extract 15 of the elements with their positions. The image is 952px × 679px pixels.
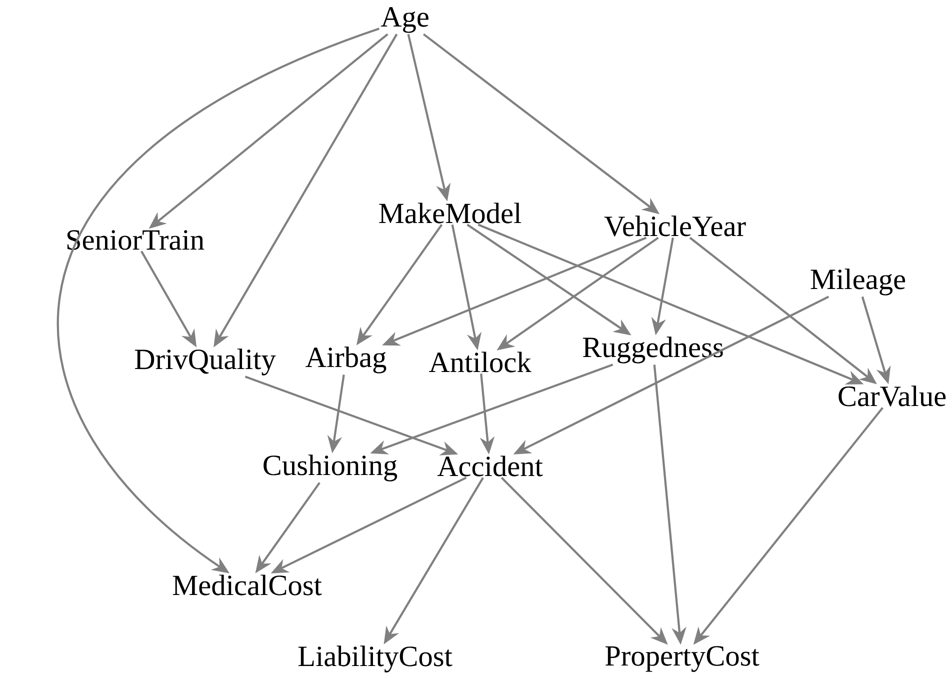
node-label: MedicalCost xyxy=(172,574,322,596)
node-label: Age xyxy=(380,7,428,33)
node-label: MakeModel xyxy=(379,202,522,224)
node-label: SeniorTrain xyxy=(67,230,204,250)
node-label: Ruggedness xyxy=(582,336,723,364)
node-label: DrivQuality xyxy=(134,348,276,376)
node-label: Airbag xyxy=(306,346,386,374)
node-label: Accident xyxy=(437,456,543,476)
node-label: LiabilityCost xyxy=(298,646,452,672)
node-label: Antilock xyxy=(428,352,532,372)
node-label: VehicleYear xyxy=(604,216,746,236)
node-label: PropertyCost xyxy=(605,646,760,672)
node-label: Cushioning xyxy=(264,454,398,482)
node-label: CarValue xyxy=(838,386,946,406)
node-label: Mileage xyxy=(810,268,906,296)
